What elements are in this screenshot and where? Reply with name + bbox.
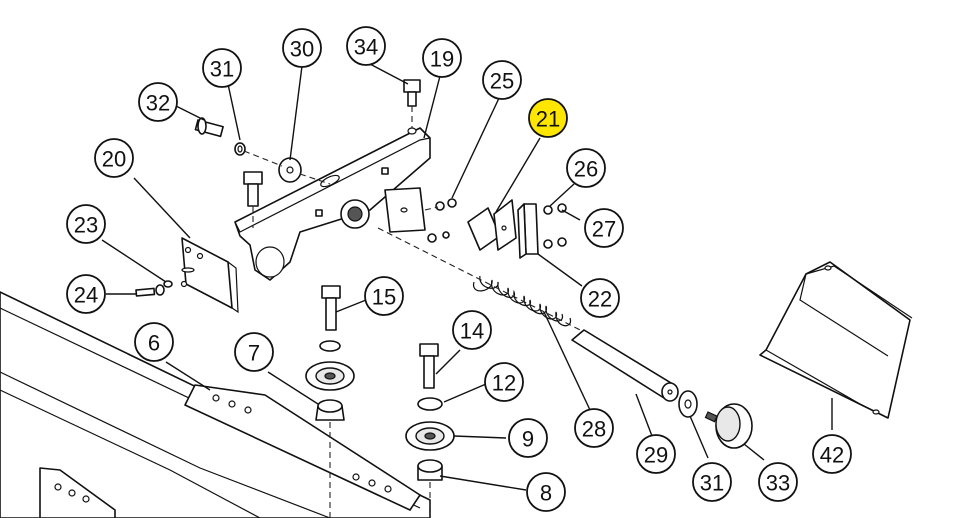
callout-circle xyxy=(66,274,106,314)
callout-number: 15 xyxy=(372,285,396,310)
callout-24: 24 xyxy=(66,274,106,314)
washer-set xyxy=(424,198,457,243)
callout-number: 6 xyxy=(148,331,160,356)
callout-circle xyxy=(452,310,492,350)
callout-9: 9 xyxy=(508,418,548,458)
callout-31: 31 xyxy=(692,462,732,502)
callout-circle xyxy=(484,362,524,402)
callout-33: 33 xyxy=(758,462,798,502)
callout-circle xyxy=(526,472,566,512)
callout-number: 34 xyxy=(354,35,378,60)
small-bolt-assembly xyxy=(135,280,173,297)
callout-number: 24 xyxy=(74,283,98,308)
callout-circle xyxy=(364,276,404,316)
callout-number: 9 xyxy=(522,427,534,452)
callout-number: 19 xyxy=(430,47,454,72)
knob-assembly xyxy=(678,390,753,449)
callout-34: 34 xyxy=(346,26,386,66)
callout-circle xyxy=(134,322,174,362)
callout-circle xyxy=(566,148,606,188)
callout-22: 22 xyxy=(580,278,620,318)
callout-21: 21 xyxy=(528,98,568,138)
top-bolt xyxy=(403,79,421,128)
callout-number: 42 xyxy=(820,443,844,468)
pivot-arm xyxy=(234,127,431,281)
callout-number: 12 xyxy=(492,371,516,396)
callout-23: 23 xyxy=(66,204,106,244)
callout-circle xyxy=(692,462,732,502)
spring-bracket xyxy=(517,203,567,259)
callout-27: 27 xyxy=(584,208,624,248)
callout-circle xyxy=(580,278,620,318)
callout-30: 30 xyxy=(282,28,322,68)
callout-number: 32 xyxy=(146,91,170,116)
callout-number: 23 xyxy=(74,213,98,238)
callout-circle xyxy=(422,38,462,78)
callout-20: 20 xyxy=(94,138,134,178)
callout-number: 26 xyxy=(574,157,598,182)
callout-25: 25 xyxy=(482,60,522,100)
callout-15: 15 xyxy=(364,276,404,316)
callout-8: 8 xyxy=(526,472,566,512)
pivot-bolt-assembly xyxy=(194,117,331,185)
mounting-plate xyxy=(180,237,239,314)
callout-number: 21 xyxy=(536,107,560,132)
arm-bolt xyxy=(243,171,263,228)
callout-28: 28 xyxy=(574,408,614,448)
callout-number: 33 xyxy=(766,471,790,496)
callout-circle xyxy=(584,208,624,248)
callout-circle xyxy=(758,462,798,502)
callout-number: 20 xyxy=(102,147,126,172)
callout-number: 7 xyxy=(248,341,260,366)
callout-number: 8 xyxy=(540,481,552,506)
roller-stack-left xyxy=(305,285,355,518)
callout-number: 29 xyxy=(644,443,668,468)
callout-circle xyxy=(528,98,568,138)
callout-29: 29 xyxy=(636,434,676,474)
callout-32: 32 xyxy=(138,82,178,122)
callout-circle xyxy=(202,48,242,88)
callout-number: 14 xyxy=(460,319,484,344)
callout-42: 42 xyxy=(812,434,852,474)
callout-labels: 31 30 34 19 25 21 32 20 26 27 23 24 22 15 6 7 14 12 42 9 28 2… xyxy=(66,26,852,512)
compression-spring xyxy=(377,227,601,341)
callout-7: 7 xyxy=(234,332,274,372)
callout-number: 27 xyxy=(592,217,616,242)
callout-circle xyxy=(66,204,106,244)
callout-circle xyxy=(574,408,614,448)
callout-number: 31 xyxy=(210,57,234,82)
callout-circle xyxy=(234,332,274,372)
callout-26: 26 xyxy=(566,148,606,188)
leader-lines xyxy=(101,63,833,491)
callout-circle xyxy=(346,26,386,66)
callout-14: 14 xyxy=(452,310,492,350)
callout-12: 12 xyxy=(484,362,524,402)
callout-circle xyxy=(138,82,178,122)
frame-rail xyxy=(0,291,431,518)
callout-19: 19 xyxy=(422,38,462,78)
callout-6: 6 xyxy=(134,322,174,362)
callout-circle xyxy=(482,60,522,100)
guide-rod xyxy=(571,329,679,402)
callout-number: 30 xyxy=(290,37,314,62)
adjuster-plate xyxy=(467,199,517,251)
callout-number: 25 xyxy=(490,69,514,94)
callout-number: 28 xyxy=(582,417,606,442)
callout-circle xyxy=(508,418,548,458)
cover-guard xyxy=(759,261,913,419)
callout-number: 22 xyxy=(588,287,612,312)
callout-circle xyxy=(94,138,134,178)
callout-number: 31 xyxy=(700,471,724,496)
roller-stack-right xyxy=(405,343,455,518)
callout-31: 31 xyxy=(202,48,242,88)
callout-circle xyxy=(812,434,852,474)
callout-circle xyxy=(636,434,676,474)
callout-circle xyxy=(282,28,322,68)
